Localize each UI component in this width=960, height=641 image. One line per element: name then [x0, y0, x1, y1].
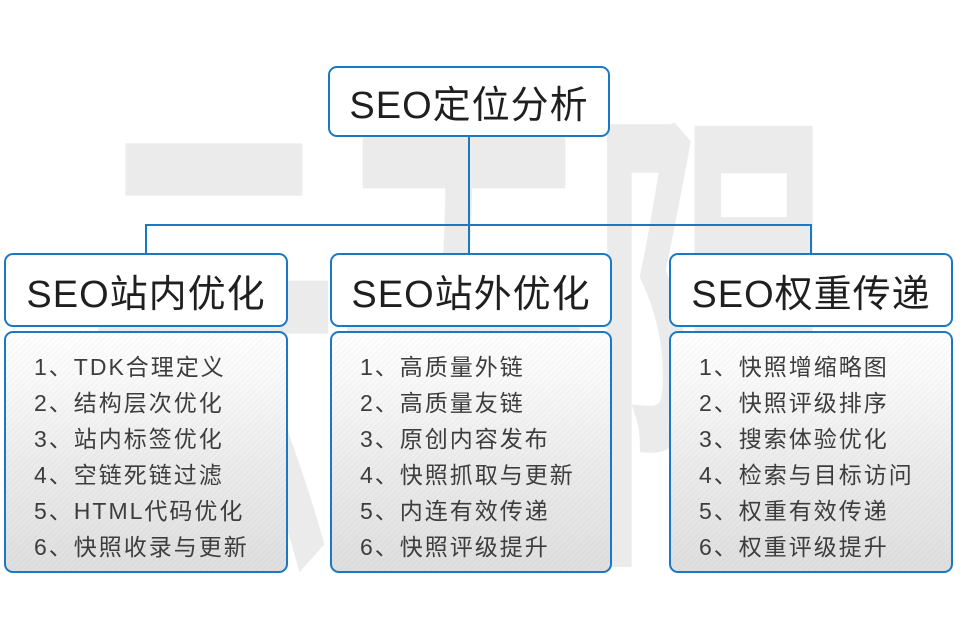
- column-list-offsite: 1、高质量外链 2、高质量友链 3、原创内容发布 4、快照抓取与更新 5、内连有…: [330, 331, 612, 573]
- list-item: 2、高质量友链: [360, 390, 525, 416]
- column-header-offsite: SEO站外优化: [330, 253, 612, 327]
- connector-root-vertical-line: [468, 137, 470, 225]
- connector-right-branch-line: [810, 224, 812, 254]
- list-item: 3、原创内容发布: [360, 426, 550, 452]
- connector-left-branch-line: [145, 224, 147, 254]
- list-item: 6、快照收录与更新: [34, 534, 249, 560]
- list-item: 5、内连有效传递: [360, 498, 550, 524]
- column-header-label: SEO站内优化: [26, 273, 266, 316]
- root-node-seo-positioning: SEO定位分析: [328, 66, 610, 137]
- connector-middle-branch-line: [468, 224, 470, 254]
- list-item: 1、快照增缩略图: [699, 354, 889, 380]
- list-item: 5、权重有效传递: [699, 498, 889, 524]
- column-header-onsite: SEO站内优化: [4, 253, 288, 327]
- list-item: 4、快照抓取与更新: [360, 462, 575, 488]
- root-node-label: SEO定位分析: [349, 85, 589, 127]
- list-item: 6、权重评级提升: [699, 534, 889, 560]
- list-item: 1、高质量外链: [360, 354, 525, 380]
- column-list-weight-transfer: 1、快照增缩略图 2、快照评级排序 3、搜索体验优化 4、检索与目标访问 5、权…: [669, 331, 953, 573]
- column-header-label: SEO站外优化: [351, 273, 591, 316]
- list-item: 4、空链死链过滤: [34, 462, 224, 488]
- list-item: 3、搜索体验优化: [699, 426, 889, 452]
- column-header-label: SEO权重传递: [691, 273, 931, 316]
- list-item: 1、TDK合理定义: [34, 354, 226, 380]
- connector-horizontal-line: [145, 224, 812, 226]
- list-item: 2、快照评级排序: [699, 390, 889, 416]
- column-header-weight-transfer: SEO权重传递: [669, 253, 953, 327]
- list-item: 5、HTML代码优化: [34, 498, 245, 524]
- column-list-onsite: 1、TDK合理定义 2、结构层次优化 3、站内标签优化 4、空链死链过滤 5、H…: [4, 331, 288, 573]
- list-item: 3、站内标签优化: [34, 426, 224, 452]
- list-item: 2、结构层次优化: [34, 390, 224, 416]
- list-item: 4、检索与目标访问: [699, 462, 914, 488]
- list-item: 6、快照评级提升: [360, 534, 550, 560]
